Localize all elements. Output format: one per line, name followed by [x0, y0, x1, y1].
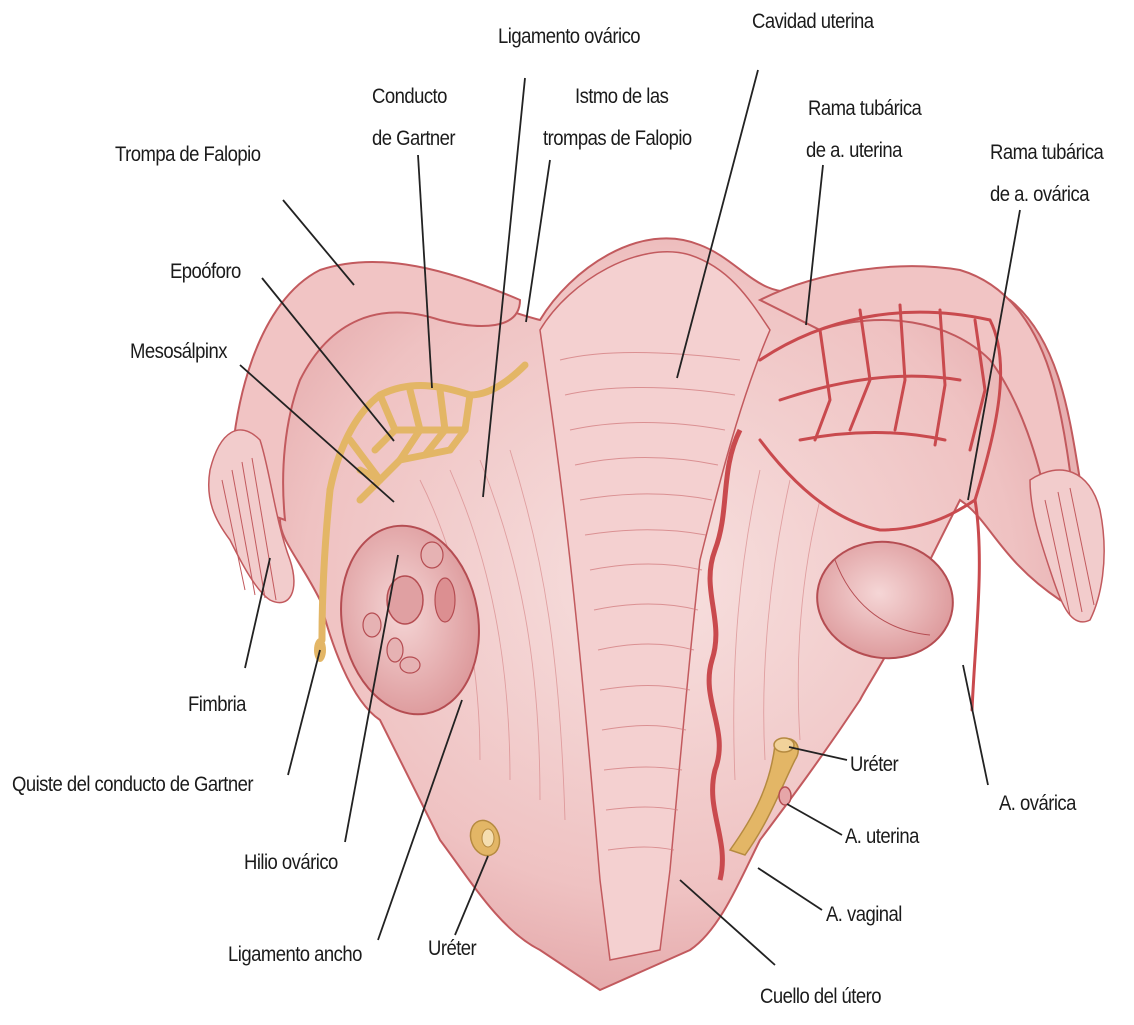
label-cuello-utero: Cuello del útero	[760, 980, 881, 1013]
label-hilio-ovarico: Hilio ovárico	[244, 846, 338, 879]
label-a-uterina: A. uterina	[845, 820, 919, 853]
label-rama-tubarica-ovarica-1: Rama tubárica	[990, 136, 1103, 169]
label-a-vaginal: A. vaginal	[826, 898, 902, 931]
label-mesosalpinx: Mesosálpinx	[130, 335, 227, 368]
label-conducto: Conducto	[372, 80, 447, 113]
label-istmo: Istmo de las	[575, 80, 668, 113]
label-quiste-gartner: Quiste del conducto de Gartner	[12, 768, 253, 801]
label-rama-tubarica-uterina-2: de a. uterina	[806, 134, 902, 167]
label-epooforo: Epoóforo	[170, 255, 241, 288]
label-rama-tubarica-ovarica-2: de a. ovárica	[990, 178, 1089, 211]
label-fimbria: Fimbria	[188, 688, 246, 721]
label-de-gartner: de Gartner	[372, 122, 455, 155]
label-ligamento-ancho: Ligamento ancho	[228, 938, 362, 971]
label-ureter-right: Uréter	[850, 748, 898, 781]
label-ligamento-ovarico: Ligamento ovárico	[498, 20, 640, 53]
label-rama-tubarica-uterina-1: Rama tubárica	[808, 92, 921, 125]
label-ureter-left: Uréter	[428, 932, 476, 965]
label-a-ovarica: A. ovárica	[999, 787, 1076, 820]
label-trompas-falopio: trompas de Falopio	[543, 122, 692, 155]
label-cavidad-uterina: Cavidad uterina	[752, 5, 874, 38]
label-trompa-falopio: Trompa de Falopio	[115, 138, 260, 171]
